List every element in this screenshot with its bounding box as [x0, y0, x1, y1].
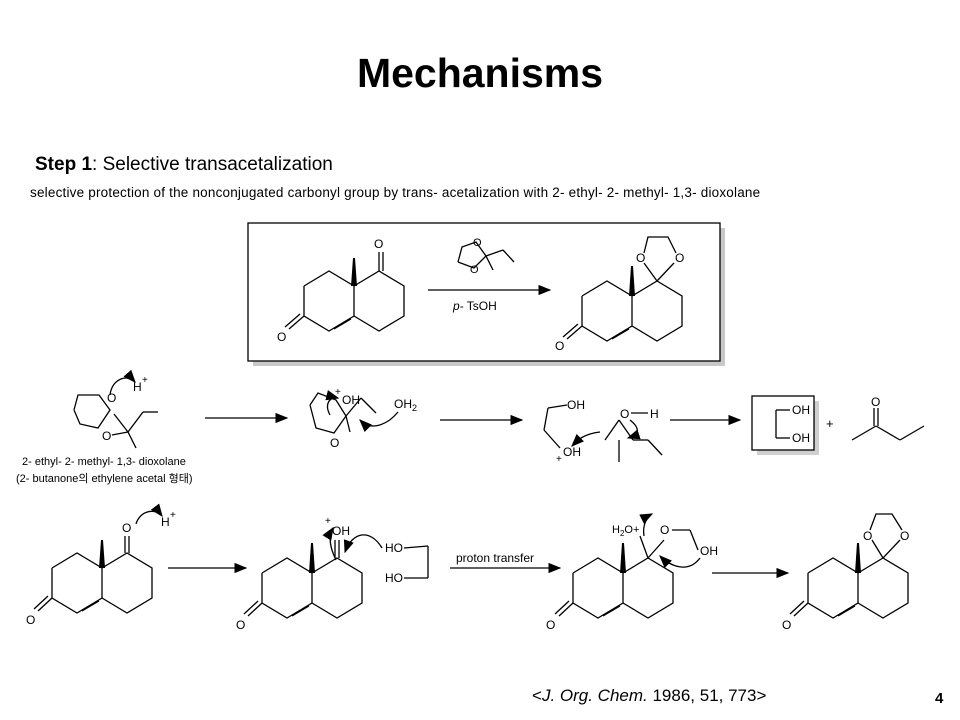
spiroketal-product: O O O — [782, 513, 909, 632]
atom-o-1: O — [374, 237, 383, 251]
reagent-atom-o-1: O — [473, 237, 482, 249]
oxocarbenium-intermediate: OH + O OH2 — [309, 387, 417, 450]
atom-o: O — [107, 391, 116, 405]
product-atom-o-3: O — [555, 339, 564, 353]
atom-o: O — [660, 523, 669, 537]
atom-oh: OH — [563, 445, 581, 459]
step-label: Step 1 — [35, 154, 93, 175]
atom-o-2: O — [277, 330, 286, 344]
proton-charge: + — [170, 510, 176, 521]
page-number: 4 — [935, 690, 944, 707]
proton-h: H — [133, 380, 142, 394]
wieland-miescher-ketone-reactant: O O — [277, 237, 405, 344]
charge-plus: + — [556, 454, 562, 465]
citation-rest: 1986, 51, 773> — [647, 686, 767, 705]
atom-ho-1: HO — [385, 541, 403, 555]
reagent-label: p- TsOH — [452, 299, 497, 313]
atom-oh: OH — [567, 398, 585, 412]
step-description: selective protection of the nonconjugate… — [30, 185, 761, 200]
atom-o: O — [546, 618, 555, 632]
hemiketal-oxonium: H2O+ O OH O — [546, 513, 718, 632]
citation: <J. Org. Chem. 1986, 51, 773> — [532, 686, 766, 706]
charge-plus: + — [335, 387, 341, 398]
atom-ho-2: HO — [385, 571, 403, 585]
proton-h: H — [161, 515, 170, 529]
citation-open: < — [532, 686, 542, 705]
butanone: O — [851, 395, 925, 441]
glycol-oh-2: OH — [792, 431, 810, 445]
water-oh: OH — [394, 397, 412, 411]
atom-o: O — [102, 429, 111, 443]
charge-plus: + — [325, 516, 331, 527]
ethylene-glycol-box: OH OH — [751, 395, 819, 455]
atom-o: O — [900, 529, 909, 543]
atom-o: O — [122, 521, 131, 535]
compound-caption-2: (2- butanone의 ethylene acetal 형태) — [16, 472, 193, 485]
product-atom-o-1: O — [636, 251, 645, 265]
atom-o: O — [26, 613, 35, 627]
ethylene-glycol: HO HO — [385, 541, 429, 585]
h2o-h: H — [612, 524, 620, 536]
proton-charge: + — [142, 375, 148, 386]
atom-o: O — [620, 407, 629, 421]
h2o-plus-label: H2O+ — [612, 524, 639, 538]
glycol-oh-1: OH — [792, 403, 810, 417]
step-heading: Step 1: Selective transacetalization — [35, 154, 333, 176]
product-atom-o-2: O — [675, 251, 684, 265]
reagent-label-italic: p — [452, 299, 460, 313]
protonated-ketone: OH + O — [236, 516, 383, 632]
page-title: Mechanisms — [356, 50, 604, 96]
atom-oh: OH — [700, 544, 718, 558]
atom-oh: OH — [332, 524, 350, 538]
dioxolane-protonation: O O H + — [73, 369, 158, 449]
atom-o: O — [236, 618, 245, 632]
h2o-o: O+ — [624, 524, 639, 536]
citation-journal: J. Org. Chem. — [541, 686, 648, 705]
atom-oh: OH — [342, 393, 360, 407]
hemiacetal-intermediate: OH OH + O H — [543, 398, 663, 465]
dioxolane-reagent: O O — [457, 237, 515, 276]
h2o-sub: 2 — [620, 529, 625, 538]
water-sub: 2 — [412, 403, 417, 413]
compound-caption-1: 2- ethyl- 2- methyl- 1,3- dioxolane — [22, 456, 186, 468]
proton-transfer-label: proton transfer — [456, 551, 534, 565]
atom-o: O — [782, 618, 791, 632]
step-title-text: : Selective transacetalization — [92, 154, 333, 175]
reagent-label-rest: - TsOH — [460, 299, 497, 313]
atom-o: O — [871, 395, 880, 409]
atom-o: O — [330, 436, 339, 450]
overall-reaction-box — [247, 222, 725, 366]
reagent-atom-o-2: O — [470, 264, 479, 276]
atom-o: O — [863, 529, 872, 543]
protected-ketone-product: O O O — [555, 236, 684, 353]
atom-h: H — [650, 407, 659, 421]
ketone-protonation: O O H + — [26, 503, 176, 627]
water-label: OH2 — [394, 397, 417, 413]
plus-sign: + — [826, 416, 834, 431]
